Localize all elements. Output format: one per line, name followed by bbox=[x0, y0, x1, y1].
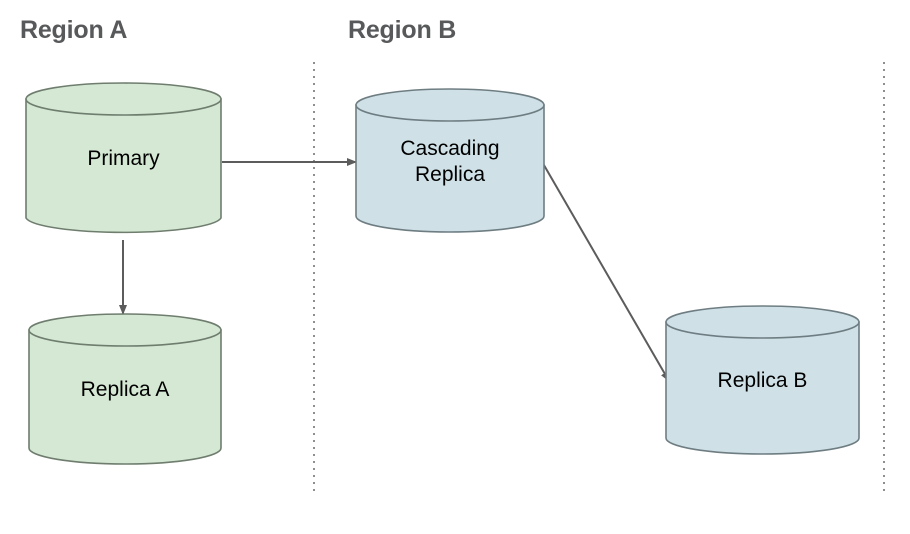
primary-cylinder-shape bbox=[25, 82, 222, 234]
region-a-label: Region A bbox=[20, 16, 128, 44]
edge-cascading-to-replica-b bbox=[540, 159, 670, 382]
replica-b-cylinder-shape bbox=[665, 305, 860, 455]
node-replica-b[interactable]: Replica B bbox=[665, 305, 860, 455]
region-divider-b-right bbox=[883, 62, 885, 492]
region-b-label: Region B bbox=[348, 16, 457, 44]
node-replica-a[interactable]: Replica A bbox=[28, 313, 222, 465]
node-primary[interactable]: Primary bbox=[25, 82, 222, 235]
region-divider-a-b bbox=[313, 62, 315, 492]
cascading-replica-cylinder-shape bbox=[355, 88, 545, 233]
replica-a-cylinder-shape bbox=[28, 313, 222, 465]
node-cascading-replica[interactable]: Cascading Replica bbox=[355, 88, 545, 233]
